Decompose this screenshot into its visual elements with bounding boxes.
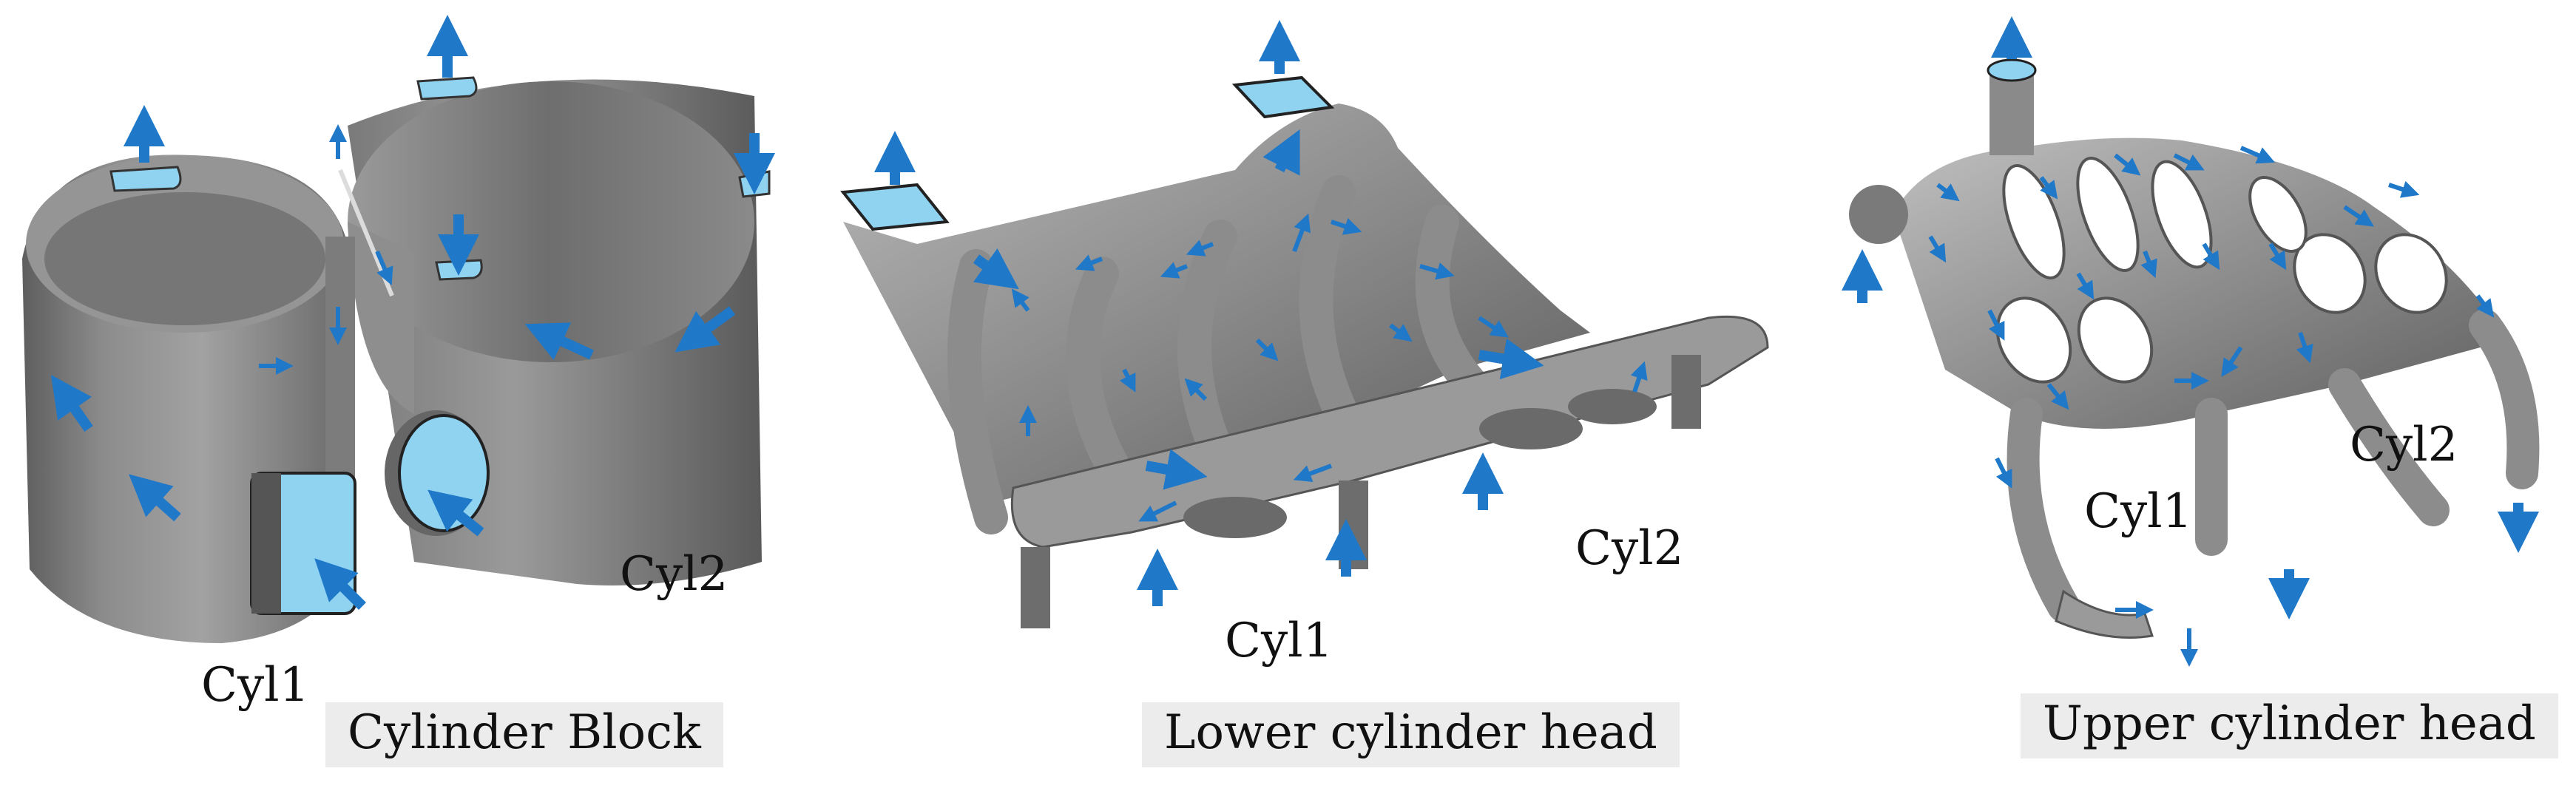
panel-cylinder-block: Cyl1 Cyl2 Cylinder Block <box>0 0 791 791</box>
cylinder-1-label: Cyl1 <box>2084 484 2193 539</box>
panel-lower-cylinder-head: Cyl1 Cyl2 Lower cylinder head <box>821 0 1827 791</box>
cylinder-1-label: Cyl1 <box>1225 614 1333 668</box>
support-pad <box>1987 58 2037 82</box>
cylinder-2-bore <box>348 81 754 362</box>
upper-head-legs <box>2007 309 2540 622</box>
panel-caption: Upper cylinder head <box>2021 693 2558 758</box>
panel-upper-cylinder-head: Cyl1 Cyl2 Upper cylinder head <box>1797 0 2576 791</box>
cylinder-block-figure <box>22 15 775 643</box>
support-pad <box>109 166 182 192</box>
support-pad <box>435 259 483 281</box>
cylinder-2-label: Cyl2 <box>1575 521 1684 576</box>
panel-caption: Lower cylinder head <box>1142 702 1680 767</box>
force-arrow-icon <box>1842 16 2539 619</box>
panel-caption: Cylinder Block <box>325 702 723 767</box>
lower-head-top-plate <box>843 103 1590 503</box>
support-pad <box>416 76 478 101</box>
support-pad <box>398 414 490 532</box>
force-arrow-icon <box>50 15 775 610</box>
support-pad <box>840 183 950 231</box>
support-pad <box>1231 75 1335 119</box>
lower-head-arms <box>947 175 1489 534</box>
upper-head-holes <box>1995 157 2448 384</box>
cylinder-2-label: Cyl2 <box>2350 418 2458 472</box>
cylinder-2-label: Cyl2 <box>620 547 728 602</box>
upper-cylinder-head-figure <box>1842 16 2540 667</box>
force-arrow-icon <box>874 20 1544 606</box>
lower-cylinder-head-figure <box>840 20 1769 628</box>
cylinder-1-label: Cyl1 <box>201 658 310 713</box>
